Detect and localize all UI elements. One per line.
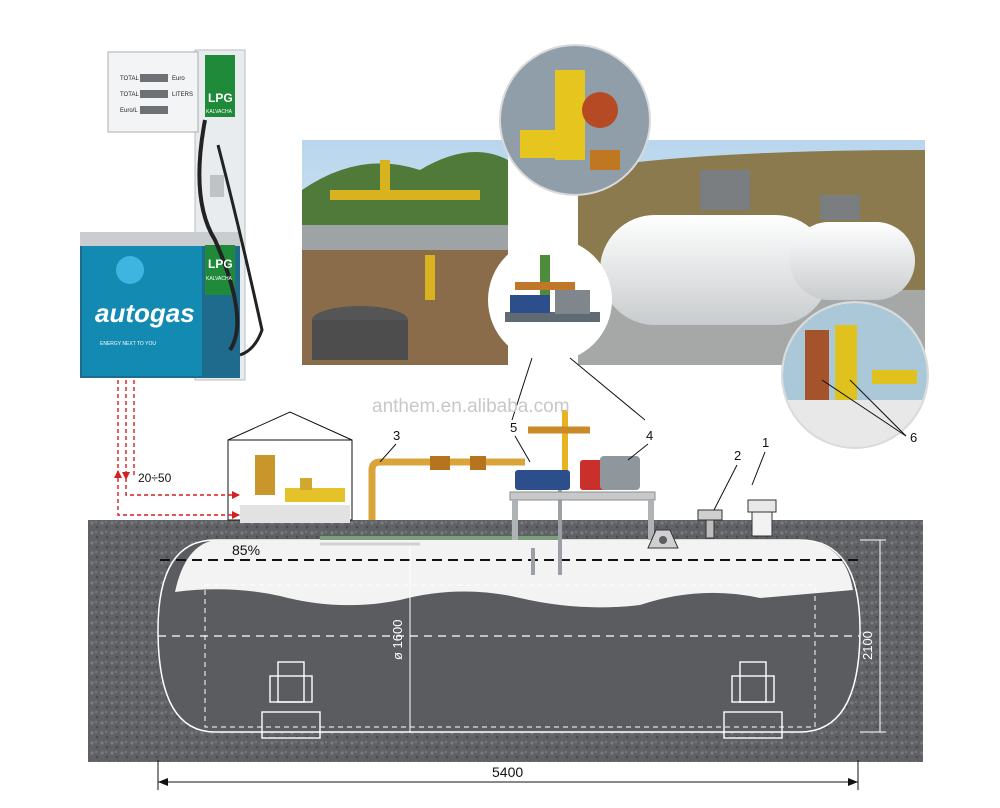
dispenser-connection-lines — [118, 380, 240, 515]
fill-level-label: 85% — [232, 542, 260, 558]
safety-valve-fitting — [748, 484, 776, 536]
callout-4: 4 — [646, 428, 653, 443]
callout-2: 2 — [734, 448, 741, 463]
photo-station-left — [302, 140, 508, 365]
dispenser-display-row-2-unit: LITERS — [172, 92, 193, 98]
lpg-sub-bottom: KALVACHA — [206, 276, 233, 282]
height-label: 2100 — [860, 631, 875, 660]
valve-shelter — [228, 412, 352, 523]
dispenser-tagline: ENERGY NEXT TO YOU — [100, 341, 156, 347]
callout-3: 3 — [393, 428, 400, 443]
dispenser-display-row-1 — [140, 74, 168, 82]
callout-5: 5 — [510, 420, 517, 435]
dispenser-display-row-1-label: TOTAL — [120, 76, 139, 82]
dispenser-display-row-1-unit: Euro — [172, 76, 185, 82]
dispenser-display-row-2-label: TOTAL — [120, 92, 139, 98]
lpg-badge-bottom: LPG — [208, 257, 233, 271]
autogas-logo: autogas — [95, 298, 195, 328]
lpg-sub-top: KALVACHA — [206, 109, 233, 115]
callout-6: 6 — [910, 430, 917, 445]
callout-1: 1 — [762, 435, 769, 450]
lpg-dispenser — [80, 50, 262, 380]
length-label: 5400 — [492, 764, 523, 780]
gas-return-pipe — [372, 462, 525, 520]
pipe-length-label: 20÷50 — [138, 471, 172, 485]
dispenser-display-row-3-label: Euro/L — [120, 108, 138, 114]
diameter-label: ø 1600 — [390, 620, 405, 660]
watermark: anthem.en.alibaba.com — [372, 396, 570, 417]
dispenser-display-row-2 — [140, 90, 168, 98]
lpg-badge-top: LPG — [208, 91, 233, 105]
dispenser-display-row-3 — [140, 106, 168, 114]
